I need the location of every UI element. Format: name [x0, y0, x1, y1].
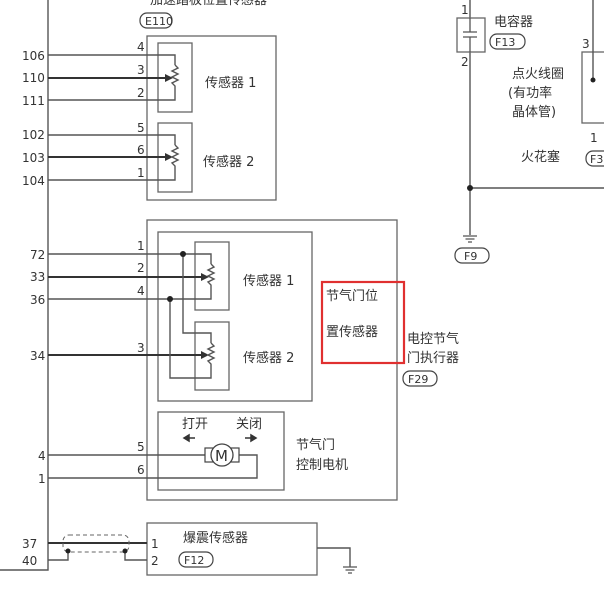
svg-text:103: 103	[22, 151, 45, 165]
throttle-actuator-box	[146, 219, 398, 501]
open-arrow-icon	[182, 433, 195, 443]
apps-sensor2-label: 传感器 2	[203, 154, 254, 170]
svg-text:F3: F3	[590, 153, 603, 166]
apps-wires	[48, 54, 180, 181]
svg-text:E110: E110	[145, 15, 173, 28]
motor-icon: M	[204, 443, 240, 467]
svg-text:M: M	[215, 447, 228, 465]
svg-text:4: 4	[137, 40, 145, 54]
ground-icon	[463, 235, 477, 243]
tps-label-line1: 节气门位	[326, 288, 378, 304]
svg-text:36: 36	[30, 293, 45, 307]
motor-pin-6: 6	[137, 463, 145, 477]
actuator-label-line1: 电控节气	[407, 331, 459, 347]
svg-text:2: 2	[137, 261, 145, 275]
cap-pin-1: 1	[461, 3, 469, 17]
spark-plug-label: 火花塞	[521, 149, 560, 165]
cap-pin-2: 2	[461, 55, 469, 69]
knock-sensor-label: 爆震传感器	[183, 530, 248, 546]
motor-ecm-pin-1: 1	[38, 472, 46, 486]
svg-text:106: 106	[22, 49, 45, 63]
knock-ground-icon	[343, 566, 357, 574]
motor-label-line2: 控制电机	[296, 458, 348, 473]
coil-connector-badge: F3	[585, 150, 604, 167]
svg-text:F12: F12	[184, 554, 204, 567]
apps-title: 加速踏板位置传感器	[150, 0, 267, 8]
svg-text:1: 1	[137, 239, 145, 253]
knock-connector-badge: F12	[178, 551, 214, 568]
svg-text:5: 5	[137, 121, 145, 135]
svg-text:34: 34	[30, 349, 45, 363]
svg-text:102: 102	[22, 128, 45, 142]
junction-dot	[467, 185, 473, 191]
svg-text:F13: F13	[495, 36, 515, 49]
actuator-label-line2: 门执行器	[407, 351, 459, 366]
tps-ecm-pins: 72 33 36 34	[30, 248, 45, 363]
apps-sensor-pins: 4 3 2 5 6 1	[137, 40, 145, 180]
knock-pin-2: 2	[151, 554, 159, 568]
motor-pin-5: 5	[137, 440, 145, 454]
tps-sensor-pins: 1 2 4 3	[137, 239, 145, 355]
ecm-border	[0, 0, 49, 571]
highlight-box	[320, 280, 406, 365]
svg-text:104: 104	[22, 174, 45, 188]
motor-open-label: 打开	[182, 417, 208, 432]
tps-wires	[48, 251, 216, 379]
svg-text:72: 72	[30, 248, 45, 262]
knock-pin-1: 1	[151, 537, 159, 551]
coil-pin-3: 3	[582, 37, 590, 51]
coil-label-line2: (有功率	[508, 85, 552, 101]
svg-text:111: 111	[22, 94, 45, 108]
coil-label-line1: 点火线圈	[512, 67, 564, 82]
actuator-connector-badge: F29	[402, 370, 438, 387]
ignition-coil-icon	[581, 0, 604, 124]
svg-text:110: 110	[22, 71, 45, 85]
capacitor-connector-badge: F13	[489, 33, 526, 50]
svg-text:3: 3	[137, 341, 145, 355]
motor-wires	[48, 454, 258, 479]
capacitor-label: 电容器	[494, 14, 533, 30]
svg-text:4: 4	[137, 284, 145, 298]
ground-connector-badge: F9	[454, 247, 490, 264]
svg-text:33: 33	[30, 270, 45, 284]
tps-label-line2: 置传感器	[326, 324, 378, 340]
knock-sensor-box	[146, 522, 318, 576]
knock-ecm-pin-40: 40	[22, 554, 37, 568]
svg-text:3: 3	[137, 63, 145, 77]
motor-label-line1: 节气门	[296, 437, 335, 453]
svg-text:F9: F9	[464, 250, 477, 263]
svg-text:6: 6	[137, 143, 145, 157]
coil-pin-1: 1	[590, 131, 598, 145]
motor-box	[157, 411, 285, 491]
motor-close-label: 关闭	[236, 417, 262, 432]
svg-text:2: 2	[137, 86, 145, 100]
apps-connector-badge: E110	[139, 12, 173, 29]
close-arrow-icon	[245, 433, 258, 443]
capacitor-icon	[456, 17, 486, 53]
knock-ecm-pin-37: 37	[22, 537, 37, 551]
tps-sensor1-label: 传感器 1	[243, 273, 294, 289]
apps-ecm-pins: 106 110 111 102 103 104	[22, 49, 45, 188]
tps-sensor2-label: 传感器 2	[243, 350, 294, 366]
svg-text:1: 1	[137, 166, 145, 180]
svg-text:F29: F29	[408, 373, 428, 386]
coil-label-line3: 晶体管)	[512, 105, 556, 120]
apps-box	[146, 35, 277, 201]
knock-wires	[48, 534, 351, 567]
tps-box	[157, 231, 313, 402]
motor-ecm-pin-4: 4	[38, 449, 46, 463]
apps-sensor1-label: 传感器 1	[205, 75, 256, 91]
